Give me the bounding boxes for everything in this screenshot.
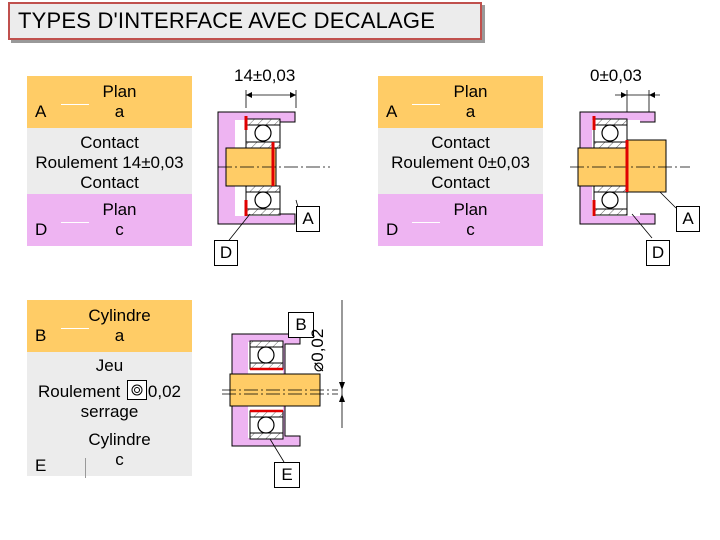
panel2-contact-line2: Roulement 0±0,03 xyxy=(391,153,530,172)
drawing1-dimension-label: 14±0,03 xyxy=(234,66,296,85)
panel3-jeu-line2-value: 0,02 xyxy=(147,382,182,401)
panel2-letter-d: D xyxy=(386,220,399,239)
panel1-plan-a-line1: Plan xyxy=(102,82,137,101)
coaxiality-symbol-icon xyxy=(126,380,147,400)
drawing2-ball-bottom xyxy=(601,191,619,209)
drawing2-bearing-assembly xyxy=(570,90,690,239)
drawing1-label-d: D xyxy=(214,240,238,266)
panel3-cylindre-a-line2: a xyxy=(114,326,125,345)
drawing1-ball-bottom xyxy=(254,191,272,209)
panel2-plan-c-line2: c xyxy=(466,220,475,239)
panel2-separator-d xyxy=(412,222,440,223)
drawing3-ball-bottom xyxy=(257,416,275,434)
panel1-plan-c-row: D Plan c xyxy=(27,194,192,246)
panel2-plan-a-line2: a xyxy=(465,102,476,121)
drawing3-bearing-assembly xyxy=(222,300,345,463)
panel3-cylindre-c-row: E Cylindre c xyxy=(27,424,192,478)
panel1-contact-line3: Contact xyxy=(80,173,139,192)
drawing2-dimension-label: 0±0,03 xyxy=(590,66,642,85)
panel3-jeu-line1: Jeu xyxy=(95,356,124,375)
panel3-letter-b: B xyxy=(35,326,47,345)
panel2-contact-line1: Contact xyxy=(431,133,490,152)
panel2-contact-line3: Contact xyxy=(431,173,490,192)
panel3-jeu-line3: serrage xyxy=(80,402,139,421)
panel1-separator-a xyxy=(61,104,89,105)
page-title: TYPES D'INTERFACE AVEC DECALAGE xyxy=(8,2,482,40)
panel2-plan-a-row: A Plan a xyxy=(378,76,543,128)
panel1-plan-c-line2: c xyxy=(115,220,124,239)
panel3-cylindre-a-line1: Cylindre xyxy=(88,306,151,325)
drawing1-ball-top xyxy=(254,124,272,142)
panel1-separator-d xyxy=(61,222,89,223)
drawing3-label-e: E xyxy=(274,462,300,488)
panel1-contact-row: Contact Roulement 14±0,03 Contact xyxy=(27,128,192,194)
drawing1-bearing-assembly xyxy=(217,90,330,245)
drawing2-label-d: D xyxy=(646,240,670,266)
panel3-jeu-row: Jeu Roulement 0,02 serrage xyxy=(27,352,192,424)
panel3-cylindre-c-line1: Cylindre xyxy=(88,430,151,449)
panel1-plan-a-row: A Plan a xyxy=(27,76,192,128)
panel2-plan-c-line1: Plan xyxy=(453,200,488,219)
panel1-contact-line2: Roulement 14±0,03 xyxy=(35,153,184,172)
panel1-contact-line1: Contact xyxy=(80,133,139,152)
panel2-separator-a xyxy=(412,104,440,105)
panel3-cylindre-a-row: B Cylindre a xyxy=(27,300,192,352)
drawing3-dimension-label: ⌀0,02 xyxy=(308,328,327,372)
panel2-contact-row: Contact Roulement 0±0,03 Contact xyxy=(378,128,543,194)
panel1-letter-d: D xyxy=(35,220,48,239)
panel3-separator-e xyxy=(85,458,86,478)
panel3-cylindre-c-line2: c xyxy=(115,450,124,469)
panel1-plan-c-line1: Plan xyxy=(102,200,137,219)
panel2-plan-a-line1: Plan xyxy=(453,82,488,101)
panel2-letter-a: A xyxy=(386,102,398,121)
drawing3-label-b: B xyxy=(288,312,314,338)
panel1-plan-a-line2: a xyxy=(114,102,125,121)
drawing1-label-a: A xyxy=(296,206,320,232)
drawing2-label-a: A xyxy=(676,206,700,232)
panel1-letter-a: A xyxy=(35,102,47,121)
drawing2-ball-top xyxy=(601,124,619,142)
panel3-jeu-line2-prefix: Roulement xyxy=(37,382,121,401)
drawing3-ball-top xyxy=(257,346,275,364)
panel3-jeu-line2: Roulement 0,02 xyxy=(27,380,192,402)
panel3-letter-e: E xyxy=(35,456,47,475)
panel3-separator-b xyxy=(61,328,89,329)
drawing2-shaft xyxy=(577,139,667,193)
panel2-plan-c-row: D Plan c xyxy=(378,194,543,246)
